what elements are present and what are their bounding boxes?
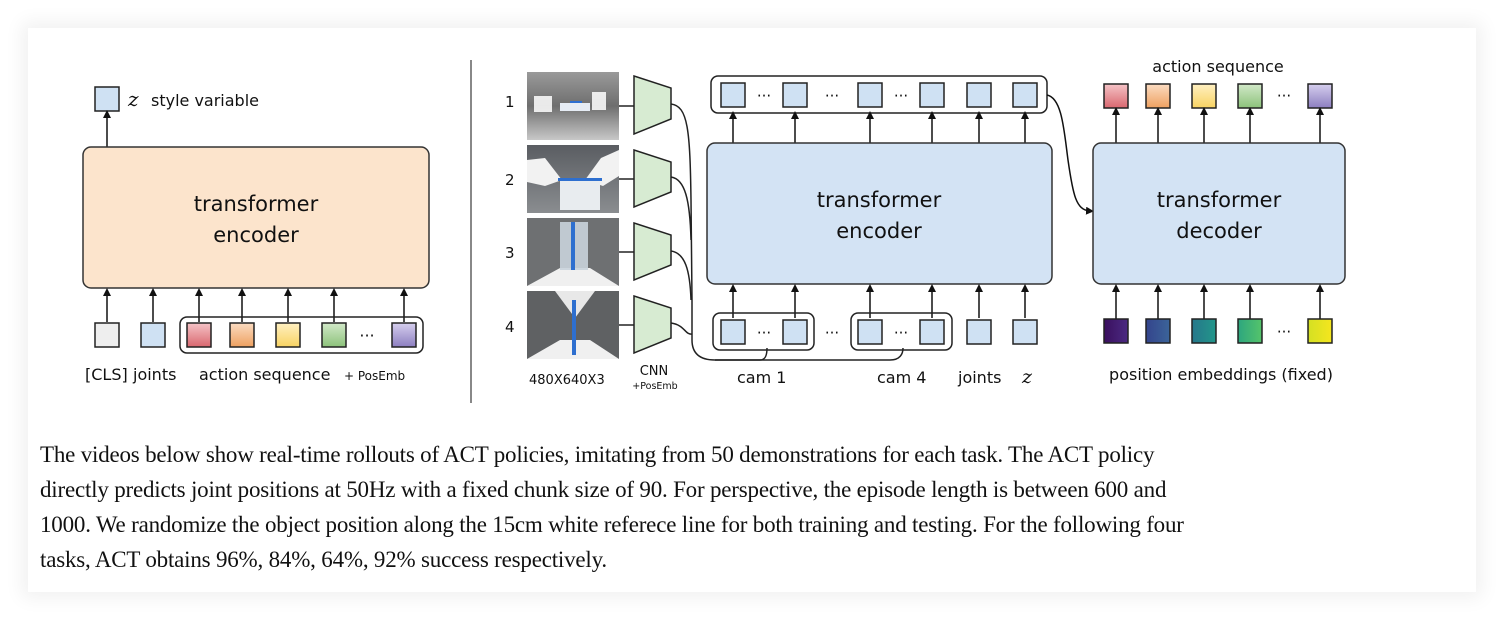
joints-token xyxy=(140,322,166,348)
position-embedding-token-n xyxy=(1307,318,1333,344)
cam4-token xyxy=(857,319,883,345)
encoder-output-token xyxy=(966,82,992,108)
cvae-encoder-panel: z style variable transformer encoder ···… xyxy=(82,86,430,384)
position-embedding-token-1 xyxy=(1103,318,1129,344)
cnn-posemb-label: +PosEmb xyxy=(632,381,677,392)
joints-label: joints xyxy=(132,365,176,384)
cnn-label: CNN xyxy=(640,364,669,379)
description-line: 1000. We randomize the object position a… xyxy=(40,512,1184,537)
cam1-token-group xyxy=(712,312,815,351)
cnn-1 xyxy=(633,74,672,136)
camera-image-2 xyxy=(527,145,619,213)
action-token-1 xyxy=(186,322,212,348)
camera-number-4: 4 xyxy=(505,318,515,336)
description-line: The videos below show real-time rollouts… xyxy=(40,442,1155,467)
camera-image-1 xyxy=(527,72,619,140)
cvae-transformer-encoder xyxy=(82,146,430,289)
camera-image-3 xyxy=(527,218,619,286)
z-label: z xyxy=(1021,366,1033,388)
encoder-output-token xyxy=(919,82,945,108)
output-action-token-2 xyxy=(1145,83,1171,109)
cnn-2 xyxy=(633,148,672,209)
action-token-4 xyxy=(321,322,347,348)
policy-encoder-title-line2: encoder xyxy=(836,219,922,243)
cam1-token xyxy=(720,319,746,345)
ellipsis: ··· xyxy=(894,87,908,105)
action-token-n xyxy=(391,322,417,348)
cnn-wire-4 xyxy=(670,322,693,335)
decoder-title-line2: decoder xyxy=(1176,219,1262,243)
output-action-token-4 xyxy=(1237,83,1263,109)
action-token-3 xyxy=(275,322,301,348)
output-action-token-3 xyxy=(1191,83,1217,109)
image-dims-label: 480X640X3 xyxy=(529,373,605,388)
ellipsis: ··· xyxy=(757,324,771,342)
description-line: tasks, ACT obtains 96%, 84%, 64%, 92% su… xyxy=(40,547,607,572)
camera-number-2: 2 xyxy=(505,171,515,189)
encoder-output-token xyxy=(1012,82,1038,108)
encoder-output-token xyxy=(782,82,808,108)
ellipsis: ··· xyxy=(825,87,839,105)
posemb-label: + PosEmb xyxy=(344,369,405,383)
cvae-encoder-title-line2: encoder xyxy=(213,223,299,247)
encoder-output-token xyxy=(720,82,746,108)
policy-panel: 1 2 3 4 480X xyxy=(505,57,1346,392)
cvae-encoder-title-line1: transformer xyxy=(194,192,319,216)
cnn-4 xyxy=(633,294,672,355)
action-token-2 xyxy=(229,322,255,348)
position-embeddings-label: position embeddings (fixed) xyxy=(1109,365,1333,384)
camera-image-4 xyxy=(527,291,619,359)
cnn-3 xyxy=(633,221,672,282)
ellipsis: ··· xyxy=(894,324,908,342)
policy-transformer-decoder xyxy=(1092,142,1346,285)
camera-number-3: 3 xyxy=(505,244,515,262)
encoder-output-group xyxy=(710,75,1048,114)
output-action-token-1 xyxy=(1103,83,1129,109)
style-variable-token xyxy=(94,86,120,112)
description-line: directly predicts joint positions at 50H… xyxy=(40,477,1167,502)
cam4-token-group xyxy=(850,312,953,351)
cnn-wire-3 xyxy=(670,250,692,301)
position-embedding-token-2 xyxy=(1145,318,1171,344)
cls-token xyxy=(94,322,120,348)
output-action-token-n xyxy=(1307,83,1333,109)
cls-label: [CLS] xyxy=(85,365,128,384)
cam4-label: cam 4 xyxy=(877,368,926,387)
cnn-wire-2 xyxy=(670,176,692,241)
ellipsis: ··· xyxy=(825,324,839,342)
policy-encoder-title-line1: transformer xyxy=(817,188,942,212)
encoder-output-token xyxy=(857,82,883,108)
position-embedding-token-4 xyxy=(1237,318,1263,344)
action-sequence-label: action sequence xyxy=(199,365,330,384)
ellipsis: ··· xyxy=(757,87,771,105)
cnn-wire-1 xyxy=(670,103,693,301)
z-token xyxy=(1012,319,1038,345)
action-ellipsis: ··· xyxy=(359,326,374,345)
style-variable-label: style variable xyxy=(151,91,259,110)
ellipsis: ··· xyxy=(1277,323,1291,341)
decoder-title-line1: transformer xyxy=(1157,188,1282,212)
joints-token xyxy=(966,319,992,345)
action-sequence-output-label: action sequence xyxy=(1152,57,1283,76)
policy-transformer-encoder xyxy=(706,142,1053,285)
position-embedding-token-3 xyxy=(1191,318,1217,344)
cam4-token xyxy=(919,319,945,345)
camera-number-1: 1 xyxy=(505,93,515,111)
cam1-token xyxy=(782,319,808,345)
content-card xyxy=(28,28,1476,592)
action-sequence-group xyxy=(179,316,424,354)
ellipsis: ··· xyxy=(1277,87,1291,105)
style-variable-symbol: z xyxy=(127,87,139,111)
encoder-to-decoder-wire xyxy=(1046,94,1094,215)
description-paragraph: The videos below show real-time rollouts… xyxy=(40,437,1420,577)
cam1-label: cam 1 xyxy=(737,368,786,387)
joints-label: joints xyxy=(957,368,1001,387)
